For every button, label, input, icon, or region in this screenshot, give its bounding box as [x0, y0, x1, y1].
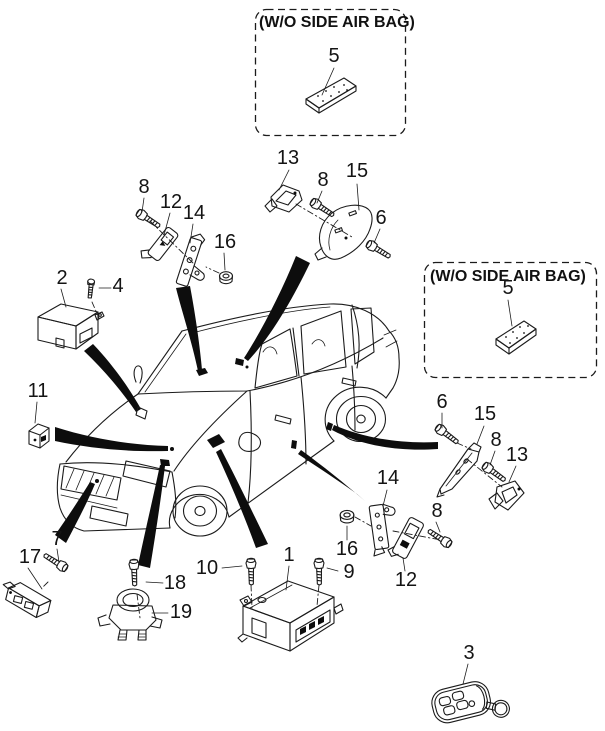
part-5-plate-right: [495, 320, 537, 355]
assembly-lines: [41, 203, 503, 619]
callout-15-right: 15: [473, 403, 497, 425]
callout-13-right: 13: [505, 444, 529, 466]
callout-15-upper: 15: [345, 160, 369, 182]
nut-16-lower: [339, 509, 355, 524]
callout-11: 11: [27, 380, 49, 402]
callout-12-upper: 12: [159, 191, 183, 213]
part-15-bracket-upper: [314, 204, 373, 261]
callout-8-upper-left: 8: [138, 176, 150, 198]
part-2-module: [37, 303, 105, 350]
part-15-bracket-right: [436, 442, 482, 498]
callout-16-lower: 16: [335, 538, 359, 560]
callout-8-upper-mid: 8: [317, 169, 329, 191]
callout-10: 10: [195, 557, 219, 579]
inset-top-title: (W/O SIDE AIR BAG): [259, 14, 415, 31]
inset-right-title: (W/O SIDE AIR BAG): [430, 268, 586, 285]
part-13-sensor-upper: [264, 184, 303, 213]
callout-19: 19: [169, 601, 193, 623]
part-14-bracket-lower: [368, 503, 396, 557]
inset-top-box: [254, 8, 407, 137]
callout-13-upper: 13: [276, 147, 300, 169]
part-1-control-module: [237, 580, 344, 652]
callout-16-upper: 16: [213, 231, 237, 253]
nut-16-upper: [218, 271, 234, 285]
part-11-sensor: [28, 423, 50, 449]
part-12-sensor-lower: [387, 517, 424, 559]
bolt-8-right: [479, 460, 509, 485]
car-illustration: [56, 303, 400, 537]
pointer-arrows: [55, 256, 438, 568]
inset-right-box: [423, 261, 598, 379]
bolt-7: [40, 550, 71, 574]
bolt-6-upper: [363, 238, 394, 262]
part-14-bracket-upper: [175, 233, 206, 287]
callout-1: 1: [283, 544, 295, 566]
leader-lines: [27, 67, 517, 685]
callout-4: 4: [112, 275, 124, 297]
callout-14-lower: 14: [376, 467, 400, 489]
part-19-sensor: [97, 588, 163, 641]
screw-4: [85, 278, 96, 299]
callout-9: 9: [343, 561, 355, 583]
part-13-sensor-right: [488, 480, 525, 511]
callout-8-lower-right: 8: [431, 500, 443, 522]
callout-6-right: 6: [436, 391, 448, 413]
part-12-sensor-upper: [140, 226, 179, 262]
bolt-8-upper-left: [133, 207, 163, 232]
callout-14-upper: 14: [182, 202, 206, 224]
callout-12-lower: 12: [394, 569, 418, 591]
bolt-9: [313, 557, 325, 586]
callout-17: 17: [18, 546, 42, 568]
callout-8-right: 8: [490, 429, 502, 451]
bolt-10: [245, 557, 257, 586]
bolt-8-upper-middle: [307, 196, 337, 221]
bolt-18: [128, 558, 141, 587]
callout-5-top-inset: 5: [328, 45, 340, 67]
callout-3: 3: [463, 642, 475, 664]
callout-7: 7: [51, 528, 63, 550]
callout-5-right-inset: 5: [502, 277, 514, 299]
part-5-plate-top: [305, 77, 357, 114]
callout-2: 2: [56, 267, 68, 289]
callout-18: 18: [163, 572, 187, 594]
part-17-sensor: [2, 581, 52, 619]
part-3-remote-fob: [431, 681, 510, 724]
callout-6-upper: 6: [375, 207, 387, 229]
